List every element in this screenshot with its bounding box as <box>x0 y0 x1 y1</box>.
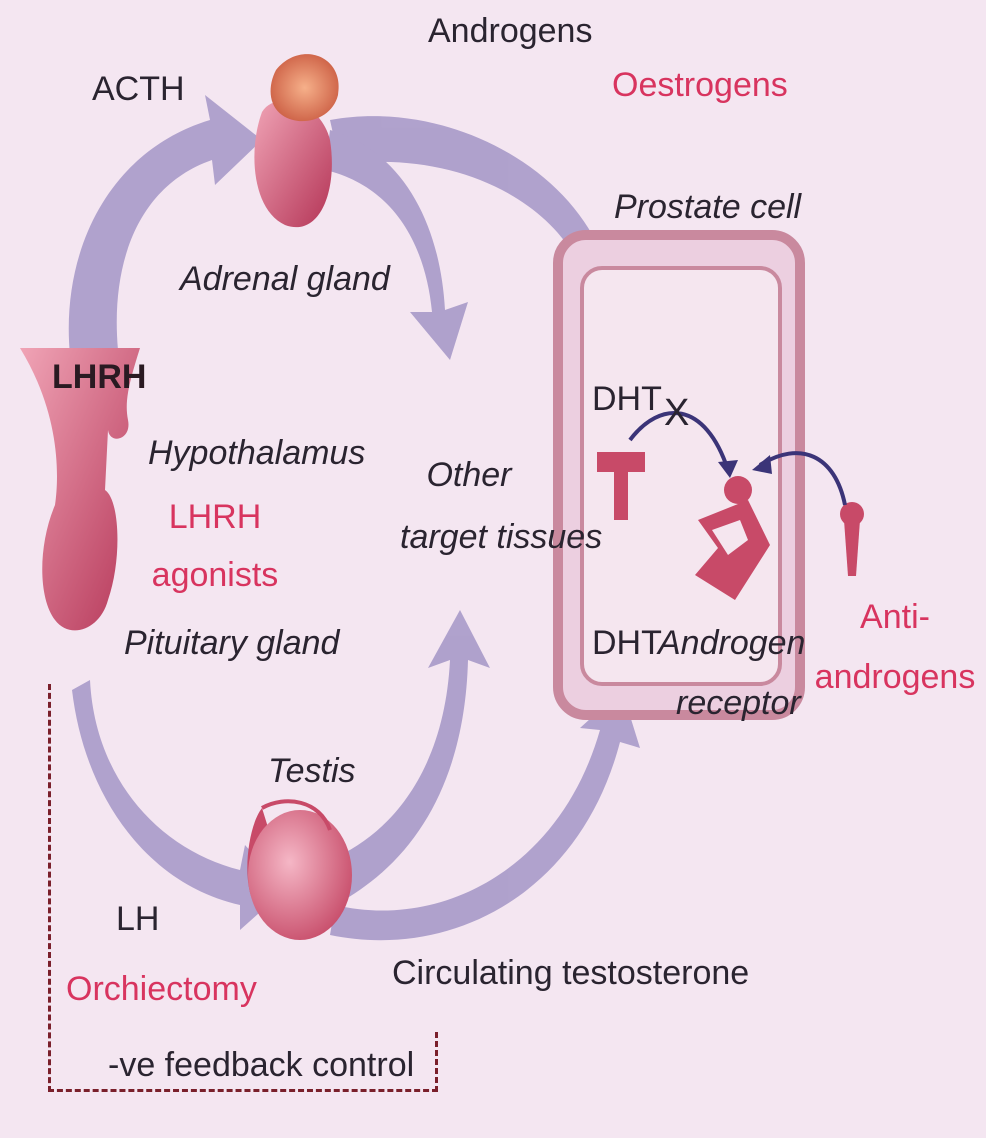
adrenal-gland-shape <box>254 54 338 227</box>
lhrh-label: LHRH <box>52 360 146 394</box>
circulating-testosterone-label: Circulating testosterone <box>392 956 749 990</box>
prostate-cell-label: Prostate cell <box>614 190 801 224</box>
other-tissues-label-line1: Other <box>414 458 524 492</box>
feedback-control-box <box>48 684 438 1092</box>
anti-androgens-label-line2: androgens <box>808 660 982 694</box>
block-mark: X <box>664 394 689 432</box>
lh-label: LH <box>116 902 159 936</box>
dht-bottom-label: DHT <box>592 626 662 660</box>
lhrh-agonists-label-line1: LHRH <box>140 500 290 534</box>
dht-top-label: DHT <box>592 382 662 416</box>
arrow-acth <box>69 95 262 355</box>
androgens-label: Androgens <box>428 14 592 48</box>
orchiectomy-label: Orchiectomy <box>66 972 257 1006</box>
pituitary-gland-label: Pituitary gland <box>124 626 339 660</box>
androgen-receptor-label-line2: receptor <box>676 686 801 720</box>
lhrh-agonists-label-line2: agonists <box>140 558 290 592</box>
anti-androgens-label-line1: Anti- <box>820 600 970 634</box>
other-tissues-label-line2: target tissues <box>400 520 602 554</box>
oestrogens-label: Oestrogens <box>612 68 788 102</box>
testis-label: Testis <box>268 754 356 788</box>
acth-label: ACTH <box>92 72 185 106</box>
feedback-control-label: -ve feedback control <box>108 1048 414 1082</box>
hypothalamus-label: Hypothalamus <box>148 436 365 470</box>
anti-androgen-shape <box>840 502 864 576</box>
adrenal-gland-label: Adrenal gland <box>180 262 390 296</box>
feedback-control-box-right <box>435 1032 438 1092</box>
androgen-receptor-label-line1: Androgen <box>658 626 805 660</box>
